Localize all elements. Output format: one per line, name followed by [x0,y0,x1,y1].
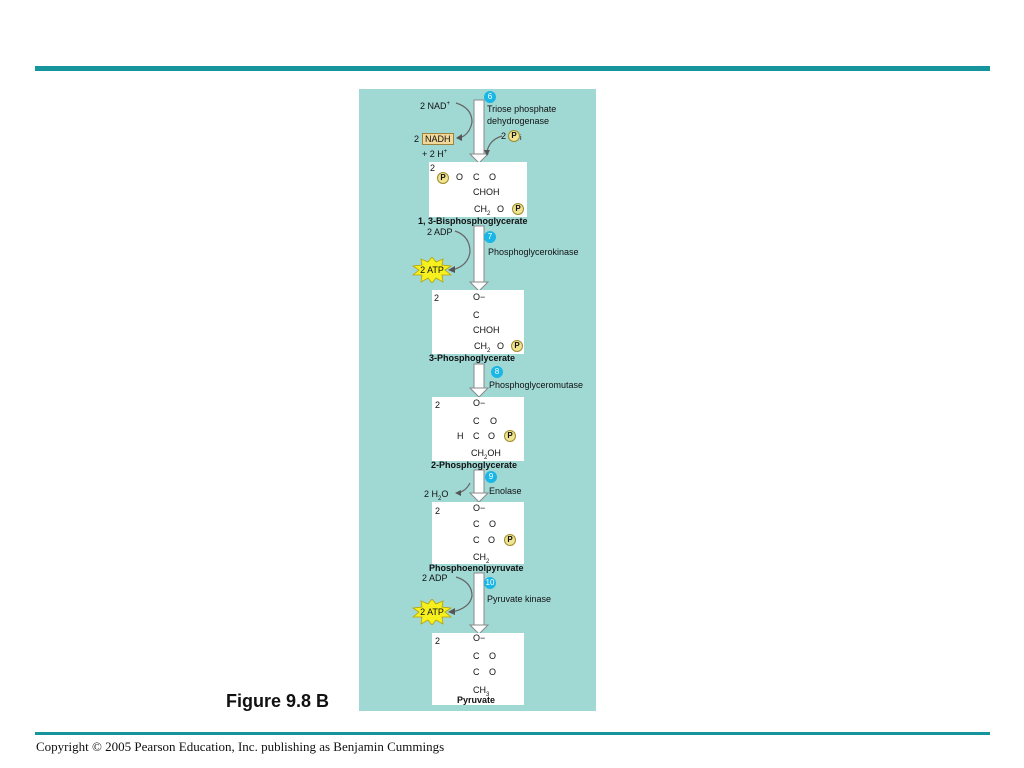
coefficient: 2 [430,163,436,173]
group-ch2: CH2 [473,552,490,565]
atp-output-1: 2 ATP [411,256,453,284]
atom-c1: C [473,310,480,320]
group-ch2: CH2 [474,204,491,217]
atom-o: O [497,341,505,351]
nadh-coefficient: 2 [414,134,420,144]
phosphate-icon: P [504,534,516,546]
coefficient: 2 [435,506,441,516]
group-ch3: CH3 [473,685,490,698]
atom-c1: C [473,519,480,529]
molecule-name-bisphosphoglycerate: 1, 3-Bisphosphoglycerate [418,216,528,226]
molecule-name-phosphoenolpyruvate: Phosphoenolpyruvate [429,563,524,573]
atom-o-minus: O− [473,633,486,643]
pi-subscript: i [520,135,522,142]
atom-c1: C [473,651,480,661]
step-9-badge: 9 [485,471,497,483]
atom-o: O [488,431,496,441]
top-rule [35,66,990,71]
nadh-output: NADH [422,133,454,145]
atom-o: O [456,172,464,182]
molecule-box-bisphosphoglycerate: 2 P O C O CHOH CH2 O P [429,162,527,217]
molecule-box-phosphoenolpyruvate: 2 O− C O C O P CH2 [432,502,524,565]
adp-input-1: 2 ADP [427,227,453,237]
phosphate-icon: P [512,203,524,215]
atom-o-double: O [490,416,498,426]
atp-label: 2 ATP [420,265,444,275]
step-7-badge: 7 [484,231,496,243]
molecule-box-2-phosphoglycerate: 2 O− C O H C O P CH2OH [432,397,524,461]
atom-h: H [457,431,464,441]
enzyme-pyruvate-kinase: Pyruvate kinase [487,594,552,604]
atom-o-minus: O− [473,292,486,302]
group-ch2: CH2 [474,341,491,354]
enzyme-enolase: Enolase [489,486,522,496]
atom-c1: C [473,416,480,426]
group-chohh: CHOH [473,187,500,197]
water-output: 2 H2O [424,489,449,502]
atom-c2: C [473,667,480,677]
atom-o-double: O [489,172,497,182]
atom-o-double: O [489,667,497,677]
phosphate-icon: P [508,130,520,142]
enzyme-phosphoglycerokinase: Phosphoglycerokinase [488,247,579,257]
enzyme-triose-phosphate-dehydrogenase-line2: dehydrogenase [487,116,550,126]
atom-c2: C [473,535,480,545]
molecule-name-2-phosphoglycerate: 2-Phosphoglycerate [431,460,518,470]
enzyme-triose-phosphate-dehydrogenase-line1: Triose phosphate [487,104,557,114]
nad-input: 2 NAD+ [420,101,451,111]
coefficient: 2 [435,400,441,410]
figure-caption: Figure 9.8 B [226,691,330,711]
molecule-name-pyruvate: Pyruvate [457,695,496,705]
step-8-badge: 8 [491,366,503,378]
pi-coefficient: 2 [501,131,507,141]
enzyme-phosphoglyceromutase: Phosphoglyceromutase [489,380,584,390]
atom-o: O [488,535,496,545]
molecule-box-pyruvate: 2 O− C O C O CH3 Pyruvate [432,633,524,705]
group-ch2oh: CH2OH [471,448,501,461]
atom-c1: C [473,172,480,182]
atom-o-minus: O− [473,503,486,513]
copyright-notice: Copyright © 2005 Pearson Education, Inc.… [36,739,445,754]
bottom-rule [35,732,990,735]
molecule-box-3-phosphoglycerate: 2 O− C CHOH CH2 O P [432,290,524,354]
coefficient: 2 [434,293,440,303]
phosphate-icon: P [437,172,449,184]
step-6-badge: 6 [484,91,496,103]
h-plus-output: + 2 H+ [422,149,448,159]
group-choh: CHOH [473,325,500,335]
atom-c2: C [473,431,480,441]
atom-o: O [497,204,505,214]
molecule-name-3-phosphoglycerate: 3-Phosphoglycerate [429,353,516,363]
atom-o-double: O [489,651,497,661]
phosphate-icon: P [504,430,516,442]
atom-o-double: O [489,519,497,529]
adp-input-2: 2 ADP [422,573,448,583]
atom-o-minus: O− [473,398,486,408]
atp-label: 2 ATP [420,607,444,617]
step-10-badge: 10 [484,577,496,589]
coefficient: 2 [435,636,441,646]
phosphate-icon: P [511,340,523,352]
atp-output-2: 2 ATP [411,598,453,626]
